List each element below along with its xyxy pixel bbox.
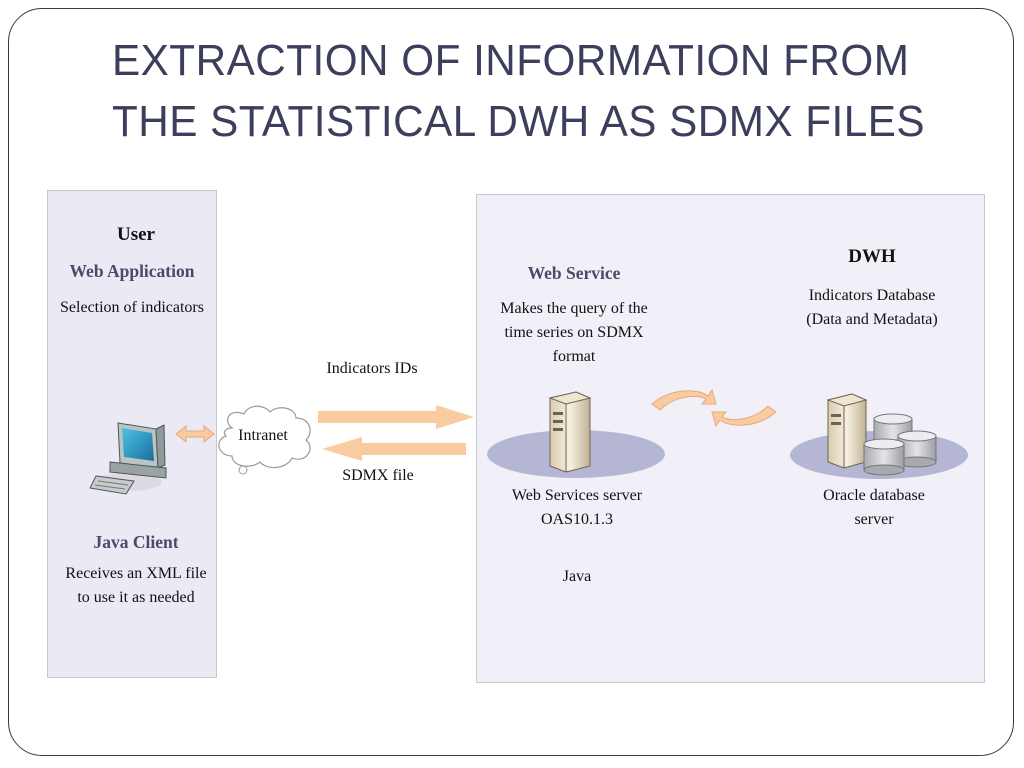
intranet-label: Intranet xyxy=(238,427,288,444)
title-line-1: EXTRACTION OF INFORMATION FROM xyxy=(112,36,910,85)
java-client-desc-1: Receives an XML file xyxy=(65,565,207,582)
web-server-label-2: OAS10.1.3 xyxy=(540,511,613,528)
response-arrow-icon xyxy=(322,437,466,461)
cloud-icon xyxy=(218,405,311,475)
web-service-label: Web Service xyxy=(527,263,621,283)
web-service-desc-1: Makes the query of the xyxy=(500,300,648,317)
sync-arrows-icon xyxy=(651,388,777,428)
oracle-server-label-2: server xyxy=(854,511,894,528)
dwh-desc-2: (Data and Metadata) xyxy=(806,311,938,328)
web-server-label-1: Web Services server xyxy=(511,487,643,504)
java-client-label: Java Client xyxy=(93,532,179,552)
dwh-desc-1: Indicators Database xyxy=(808,287,936,304)
database-server-icon xyxy=(790,393,968,479)
web-application-desc: Selection of indicators xyxy=(60,299,204,316)
oracle-server-label-1: Oracle database xyxy=(823,487,925,504)
slide-title: EXTRACTION OF INFORMATION FROM THE STATI… xyxy=(112,30,957,152)
web-server-icon xyxy=(487,391,665,478)
computer-icon xyxy=(89,422,167,495)
java-tech-label: Java xyxy=(562,568,592,585)
title-line-2: THE STATISTICAL DWH AS SDMX FILES xyxy=(112,97,926,146)
user-heading: User xyxy=(117,224,155,245)
web-service-desc-2: time series on SDMX xyxy=(504,324,644,341)
dwh-label: DWH xyxy=(848,246,896,267)
web-service-desc-3: format xyxy=(552,348,596,365)
web-application-label: Web Application xyxy=(69,261,195,281)
double-arrow-icon xyxy=(175,424,215,444)
request-arrow-icon xyxy=(318,405,474,429)
java-client-desc-2: to use it as needed xyxy=(77,589,195,606)
indicators-ids-label: Indicators IDs xyxy=(326,360,418,377)
sdmx-file-label: SDMX file xyxy=(342,467,414,484)
